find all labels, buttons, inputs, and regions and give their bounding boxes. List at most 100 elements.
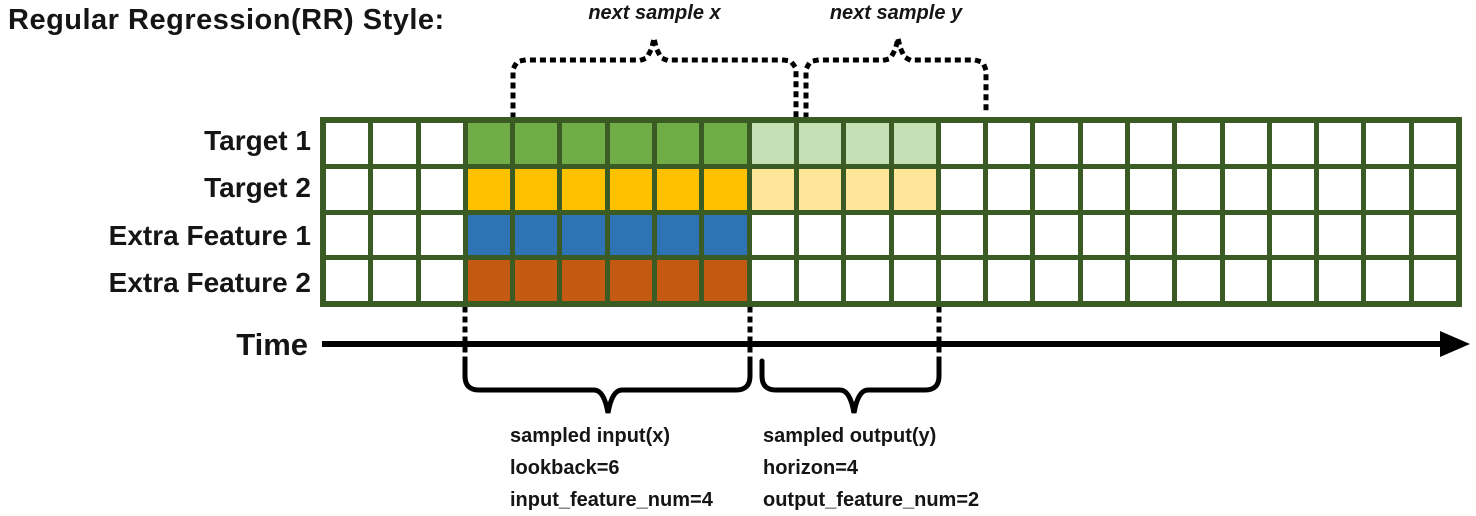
- grid-cell: [940, 123, 984, 164]
- grid-cell: [940, 168, 984, 210]
- grid-cell: [1177, 168, 1220, 210]
- grid-cell: [1082, 123, 1125, 164]
- grid-cell: [326, 214, 369, 256]
- grid-cell: [704, 168, 747, 210]
- grid-cell: [657, 168, 700, 210]
- grid-cell: [704, 260, 747, 301]
- grid-cell: [751, 123, 794, 164]
- grid-cell: [1224, 123, 1267, 164]
- grid-cell: [846, 168, 889, 210]
- grid-cell: [893, 168, 936, 210]
- sampled-output-annotation: sampled output(y) horizon=4 output_featu…: [763, 420, 979, 516]
- grid-cell: [798, 123, 842, 164]
- grid-cell: [1319, 168, 1362, 210]
- grid-cell: [515, 168, 558, 210]
- grid-cell: [467, 123, 511, 164]
- grid-cell: [1413, 214, 1456, 256]
- grid-cell: [846, 214, 889, 256]
- grid-cell: [326, 123, 369, 164]
- grid-cell: [940, 214, 984, 256]
- grid-cell: [373, 123, 416, 164]
- grid-cell: [1271, 168, 1315, 210]
- grid-cell: [515, 214, 558, 256]
- grid-cell: [515, 260, 558, 301]
- time-axis-label: Time: [236, 327, 308, 362]
- grid-cell: [893, 123, 936, 164]
- grid-cell: [657, 260, 700, 301]
- grid-cell: [1035, 260, 1078, 301]
- grid-cell: [562, 123, 605, 164]
- row-label-target-1: Target 1: [204, 124, 311, 156]
- grid-cell: [1271, 123, 1315, 164]
- grid-cell: [1224, 260, 1267, 301]
- grid-cell: [420, 214, 463, 256]
- next-sample-y-label: next sample y: [829, 2, 963, 24]
- sampled-input-annotation: sampled input(x) lookback=6 input_featur…: [510, 420, 713, 516]
- grid-cell: [1082, 168, 1125, 210]
- grid-cell: [798, 214, 842, 256]
- grid-cell: [562, 214, 605, 256]
- grid-cell: [1129, 168, 1173, 210]
- grid-cell: [846, 123, 889, 164]
- lookback-value: lookback=6: [510, 457, 620, 479]
- grid-cell: [1413, 123, 1456, 164]
- grid-cell: [988, 214, 1031, 256]
- time-axis-arrowhead: [1440, 331, 1470, 357]
- grid-cell: [1035, 214, 1078, 256]
- grid-cell: [420, 123, 463, 164]
- next-sample-y-brace: [803, 37, 989, 119]
- grid-cell: [1129, 214, 1173, 256]
- diagram-title: Regular Regression(RR) Style:: [8, 4, 445, 36]
- grid-cell: [1177, 123, 1220, 164]
- grid-cell: [1319, 260, 1362, 301]
- grid-cell: [704, 123, 747, 164]
- grid-cell: [609, 123, 653, 164]
- grid-cell: [420, 168, 463, 210]
- grid-cell: [1366, 260, 1409, 301]
- grid-cell: [420, 260, 463, 301]
- sample-grid: [320, 117, 1462, 307]
- grid-cell: [751, 214, 794, 256]
- next-sample-x-brace: [510, 37, 799, 119]
- grid-cell: [1271, 214, 1315, 256]
- grid-cell: [988, 260, 1031, 301]
- grid-cell: [467, 214, 511, 256]
- grid-cell: [373, 168, 416, 210]
- grid-cell: [846, 260, 889, 301]
- grid-cell: [562, 168, 605, 210]
- sampled-input-brace: [462, 358, 753, 414]
- grid-cell: [1035, 168, 1078, 210]
- grid-cell: [467, 260, 511, 301]
- row-label-extra-feature-2: Extra Feature 2: [108, 267, 311, 299]
- grid-cell: [373, 260, 416, 301]
- input-feature-num-value: input_feature_num=4: [510, 489, 713, 511]
- grid-cell: [1413, 260, 1456, 301]
- grid-cell: [657, 214, 700, 256]
- grid-cell: [467, 168, 511, 210]
- grid-cell: [704, 214, 747, 256]
- grid-cell: [751, 168, 794, 210]
- grid-cell: [940, 260, 984, 301]
- grid-cell: [1224, 168, 1267, 210]
- grid-cell: [893, 214, 936, 256]
- row-labels: Target 1 Target 2 Extra Feature 1 Extra …: [0, 117, 311, 307]
- grid-cell: [1035, 123, 1078, 164]
- next-sample-x-label: next sample x: [588, 2, 721, 24]
- output-feature-num-value: output_feature_num=2: [763, 489, 980, 511]
- grid-cell: [515, 123, 558, 164]
- grid-cell: [798, 260, 842, 301]
- grid-cell: [1319, 214, 1362, 256]
- sampled-output-title: sampled output(y): [763, 425, 937, 447]
- horizon-value: horizon=4: [763, 457, 859, 479]
- grid-cell: [1082, 260, 1125, 301]
- grid-cell: [1082, 214, 1125, 256]
- grid-cell: [1413, 168, 1456, 210]
- grid-cell: [1271, 260, 1315, 301]
- grid-cell: [1319, 123, 1362, 164]
- grid-cell: [988, 168, 1031, 210]
- grid-cell: [562, 260, 605, 301]
- grid-cell: [1177, 260, 1220, 301]
- grid-cell: [1129, 260, 1173, 301]
